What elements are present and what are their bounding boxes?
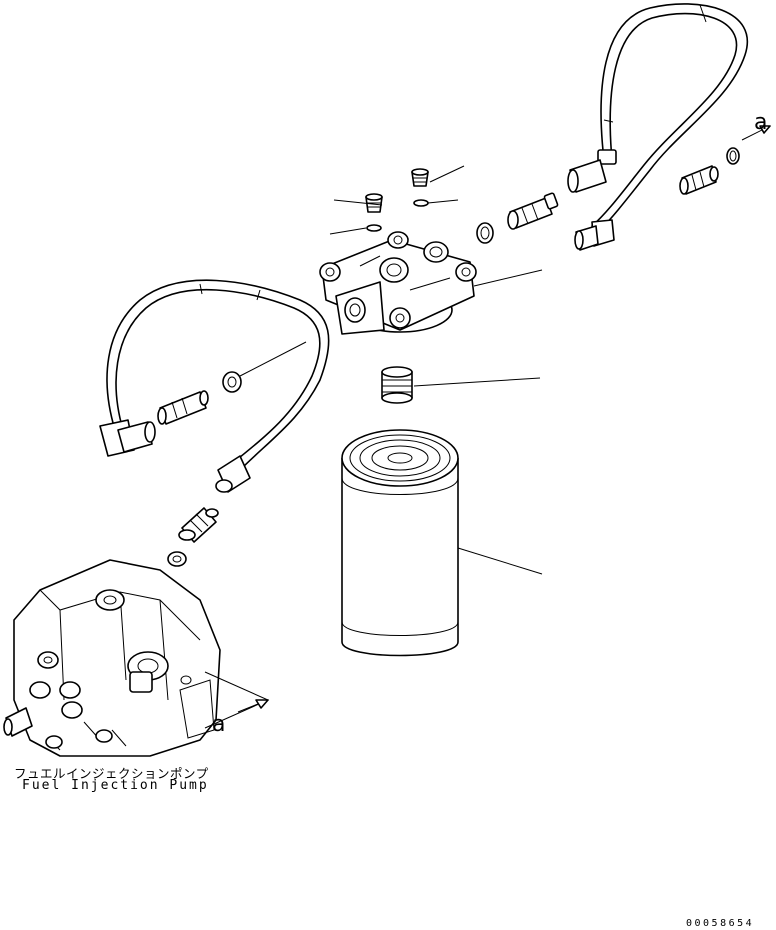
pump-label-english: Fuel Injection Pump xyxy=(22,778,209,793)
left-washer-upper[interactable] xyxy=(222,371,242,393)
right-fitting[interactable] xyxy=(679,165,719,195)
washer-top[interactable] xyxy=(413,199,429,207)
reference-a-right: a xyxy=(754,110,768,135)
right-ring-washer[interactable] xyxy=(476,222,494,244)
plug-top[interactable] xyxy=(411,168,429,187)
right-connector[interactable] xyxy=(507,192,559,230)
left-hose[interactable] xyxy=(99,279,330,493)
reference-a-left: a xyxy=(212,712,226,737)
center-nipple[interactable] xyxy=(381,366,413,404)
upper-hose[interactable] xyxy=(567,3,748,251)
plug-mid[interactable] xyxy=(365,193,383,213)
filter-head[interactable] xyxy=(319,231,477,335)
pump-label-japanese: フュエルインジェクションポンプ xyxy=(14,766,209,781)
left-washer-lower[interactable] xyxy=(167,551,187,567)
washer-mid[interactable] xyxy=(366,224,382,232)
left-fitting-lower[interactable] xyxy=(178,507,219,543)
fuel-filter-cartridge[interactable] xyxy=(341,429,459,657)
left-fitting-upper[interactable] xyxy=(157,390,209,425)
fuel-injection-pump[interactable] xyxy=(3,559,221,757)
drawing-number: 00058654 xyxy=(686,918,755,929)
right-ring-far[interactable] xyxy=(726,147,740,165)
